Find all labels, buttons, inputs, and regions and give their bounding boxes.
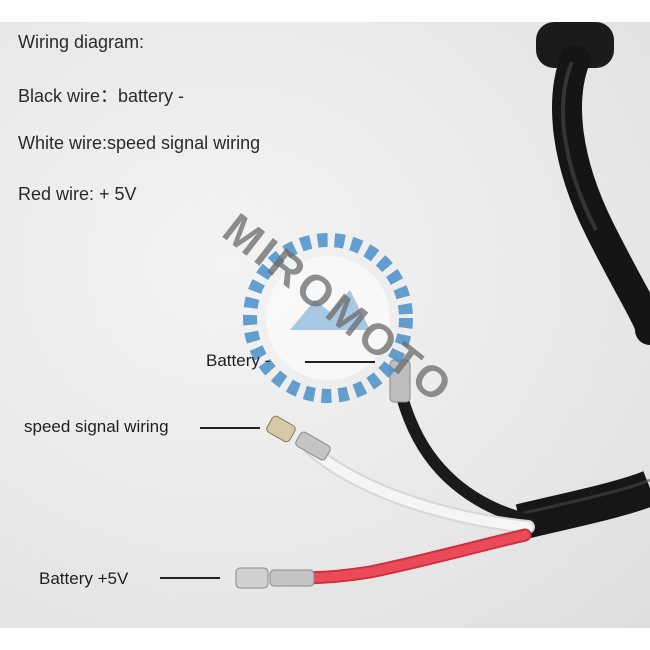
white-wire-crimp [295, 431, 331, 461]
red-wire [295, 530, 530, 583]
legend-red-wire: Red wire: + 5V [18, 184, 137, 204]
wire-illustration: MIROMOTO [214, 22, 650, 589]
watermark-gear-icon [243, 233, 413, 403]
cable-sheath [515, 471, 650, 540]
leader-speed-signal [200, 427, 260, 429]
red-wire-crimp [269, 569, 315, 587]
red-wire-terminal [235, 567, 269, 589]
white-wire-terminal [266, 415, 296, 443]
legend-title: Wiring diagram: [18, 32, 145, 52]
legend-black-wire: Black wire：battery - [18, 86, 185, 106]
callout-battery-neg: Battery - [206, 351, 271, 370]
leader-battery-pos [160, 577, 220, 579]
main-cable [552, 45, 650, 345]
leader-battery-neg [305, 361, 375, 363]
legend-white-wire: White wire:speed signal wiring [18, 133, 261, 153]
callout-battery-pos: Battery +5V [39, 569, 129, 588]
product-photo: MIROMOTO [0, 22, 650, 628]
callout-speed-signal: speed signal wiring [24, 417, 169, 436]
